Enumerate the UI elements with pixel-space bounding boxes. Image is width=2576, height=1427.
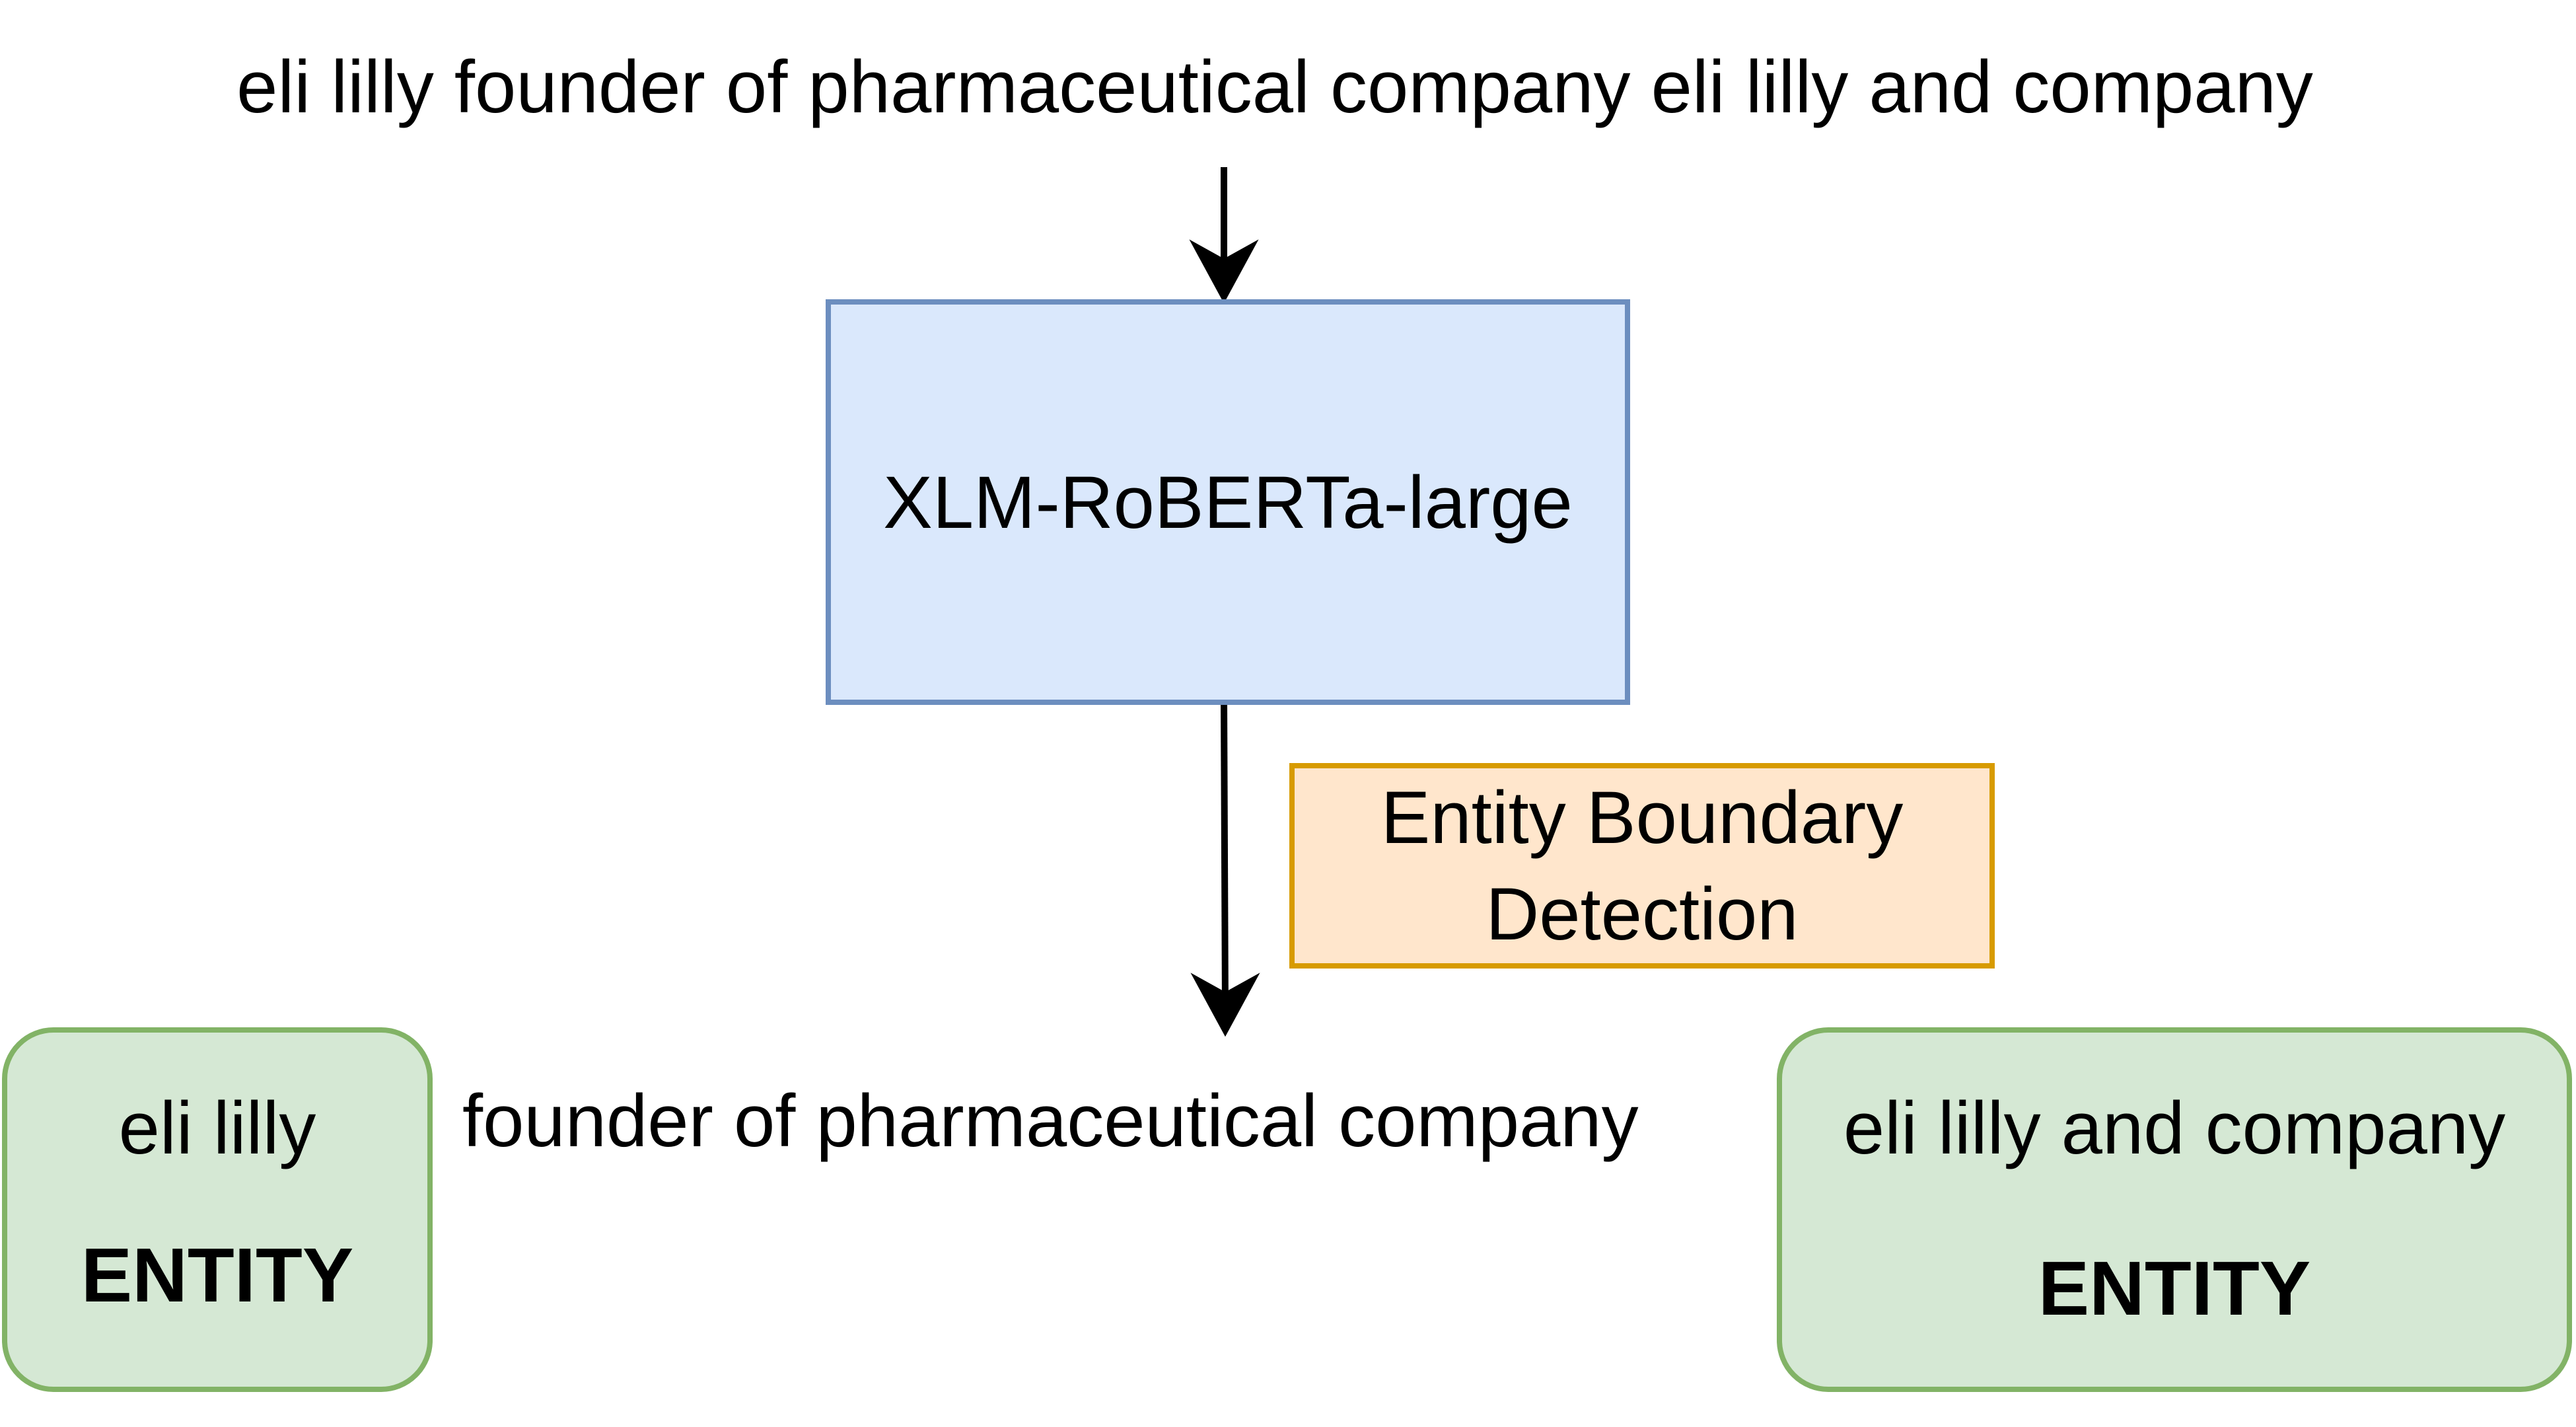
task-label-line2: Detection [1485, 872, 1799, 955]
task-box: Entity Boundary Detection [1289, 763, 1995, 969]
entity-right-tag: ENTITY [2038, 1245, 2311, 1331]
input-to-model-arrow [1189, 167, 1259, 304]
model-to-output-arrow [1190, 700, 1260, 1037]
entity-box-left: eli lilly ENTITY [2, 1027, 433, 1392]
model-box: XLM-RoBERTa-large [826, 299, 1630, 705]
model-label: XLM-RoBERTa-large [883, 460, 1573, 544]
input-sentence: eli lilly founder of pharmaceutical comp… [236, 46, 2313, 128]
entity-box-right: eli lilly and company ENTITY [1777, 1027, 2572, 1392]
entity-left-tag: ENTITY [81, 1232, 354, 1318]
task-label-line1: Entity Boundary [1380, 776, 1904, 859]
entity-left-text: eli lilly [118, 1087, 316, 1169]
entity-right-text: eli lilly and company [1843, 1087, 2506, 1169]
non-entity-span: founder of pharmaceutical company [462, 1079, 1639, 1162]
